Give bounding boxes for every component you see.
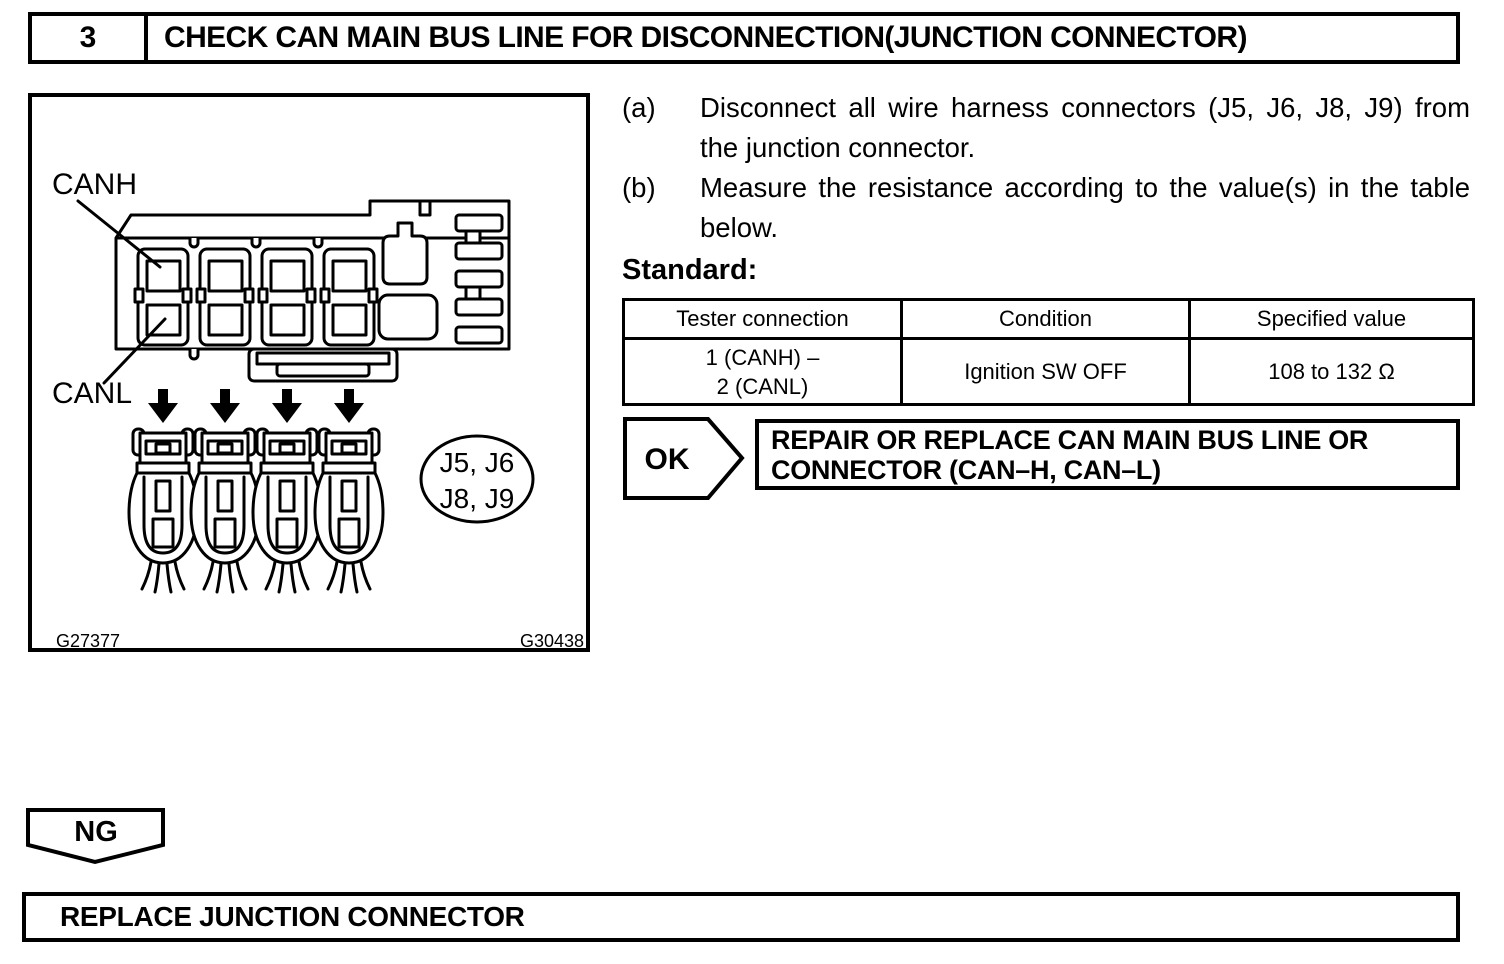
standard-label: Standard: <box>622 254 758 286</box>
ok-action-box: REPAIR OR REPLACE CAN MAIN BUS LINE OR C… <box>755 419 1460 490</box>
ok-action-line1: REPAIR OR REPLACE CAN MAIN BUS LINE OR <box>771 424 1369 455</box>
instruction-text: Measure the resistance according to the … <box>700 172 1470 243</box>
instruction-marker: (a) <box>622 92 656 123</box>
canl-label: CANL <box>52 377 132 410</box>
ng-action-text: REPLACE JUNCTION CONNECTOR <box>60 901 525 932</box>
col-header-specified-value: Specified value <box>1188 298 1475 340</box>
figure-box: CANH CANL J5, J6 J8, J9 G27377 G30438 <box>28 93 590 652</box>
harness-connector <box>313 427 385 594</box>
cell-specified-value: 108 to 132 Ω <box>1188 337 1475 406</box>
tester-connection-line2: 2 (CANL) <box>716 373 809 399</box>
ng-action-box: REPLACE JUNCTION CONNECTOR <box>22 892 1460 942</box>
harness-connector <box>127 427 199 594</box>
canl-pointer-line <box>102 317 167 385</box>
cell-condition: Ignition SW OFF <box>900 337 1191 406</box>
callout-line2: J8, J9 <box>440 483 515 514</box>
down-arrow <box>210 389 240 423</box>
step-number: 3 <box>32 16 148 60</box>
spec-table-data-row: 1 (CANH) – 2 (CANL) Ignition SW OFF 108 … <box>622 337 1475 406</box>
spec-table: Tester connection Condition Specified va… <box>622 298 1475 406</box>
figure-code-right: G30438 <box>520 631 584 648</box>
harness-connector <box>189 427 261 594</box>
socket-module <box>133 247 193 347</box>
socket-module <box>195 247 255 347</box>
col-header-condition: Condition <box>900 298 1191 340</box>
down-arrow <box>272 389 302 423</box>
ng-badge: NG <box>26 808 165 865</box>
callout-ellipse <box>419 434 535 524</box>
step-header: 3 CHECK CAN MAIN BUS LINE FOR DISCONNECT… <box>28 12 1460 64</box>
instructions: (a) Disconnect all wire harness connecto… <box>622 88 1470 290</box>
instruction-marker: (b) <box>622 172 656 203</box>
instruction-text: Disconnect all wire harness connectors (… <box>700 92 1470 163</box>
spec-table-header-row: Tester connection Condition Specified va… <box>622 298 1475 340</box>
down-arrow <box>148 389 178 423</box>
canh-label: CANH <box>52 168 137 201</box>
ok-label: OK <box>645 443 690 476</box>
junction-connector-body <box>114 199 511 383</box>
ng-label: NG <box>74 816 118 848</box>
ok-action-line2: CONNECTOR (CAN–H, CAN–L) <box>771 454 1161 485</box>
socket-module <box>319 247 379 347</box>
col-header-tester-connection: Tester connection <box>622 298 903 340</box>
down-arrow <box>334 389 364 423</box>
step-title: CHECK CAN MAIN BUS LINE FOR DISCONNECTIO… <box>164 21 1247 54</box>
tester-connection-line1: 1 (CANH) – <box>705 344 820 370</box>
instruction-item-a: (a) Disconnect all wire harness connecto… <box>622 88 1470 168</box>
callout-line1: J5, J6 <box>440 447 515 478</box>
figure-code-left: G27377 <box>56 631 120 648</box>
cell-tester-connection: 1 (CANH) – 2 (CANL) <box>622 337 903 406</box>
canh-pointer-line <box>76 199 162 269</box>
junction-connector-figure: CANH CANL J5, J6 J8, J9 G27377 G30438 <box>52 168 584 648</box>
harness-connector <box>251 427 323 594</box>
socket-module <box>257 247 317 347</box>
instruction-item-b: (b) Measure the resistance according to … <box>622 168 1470 248</box>
ok-arrow-badge: OK <box>623 417 745 500</box>
